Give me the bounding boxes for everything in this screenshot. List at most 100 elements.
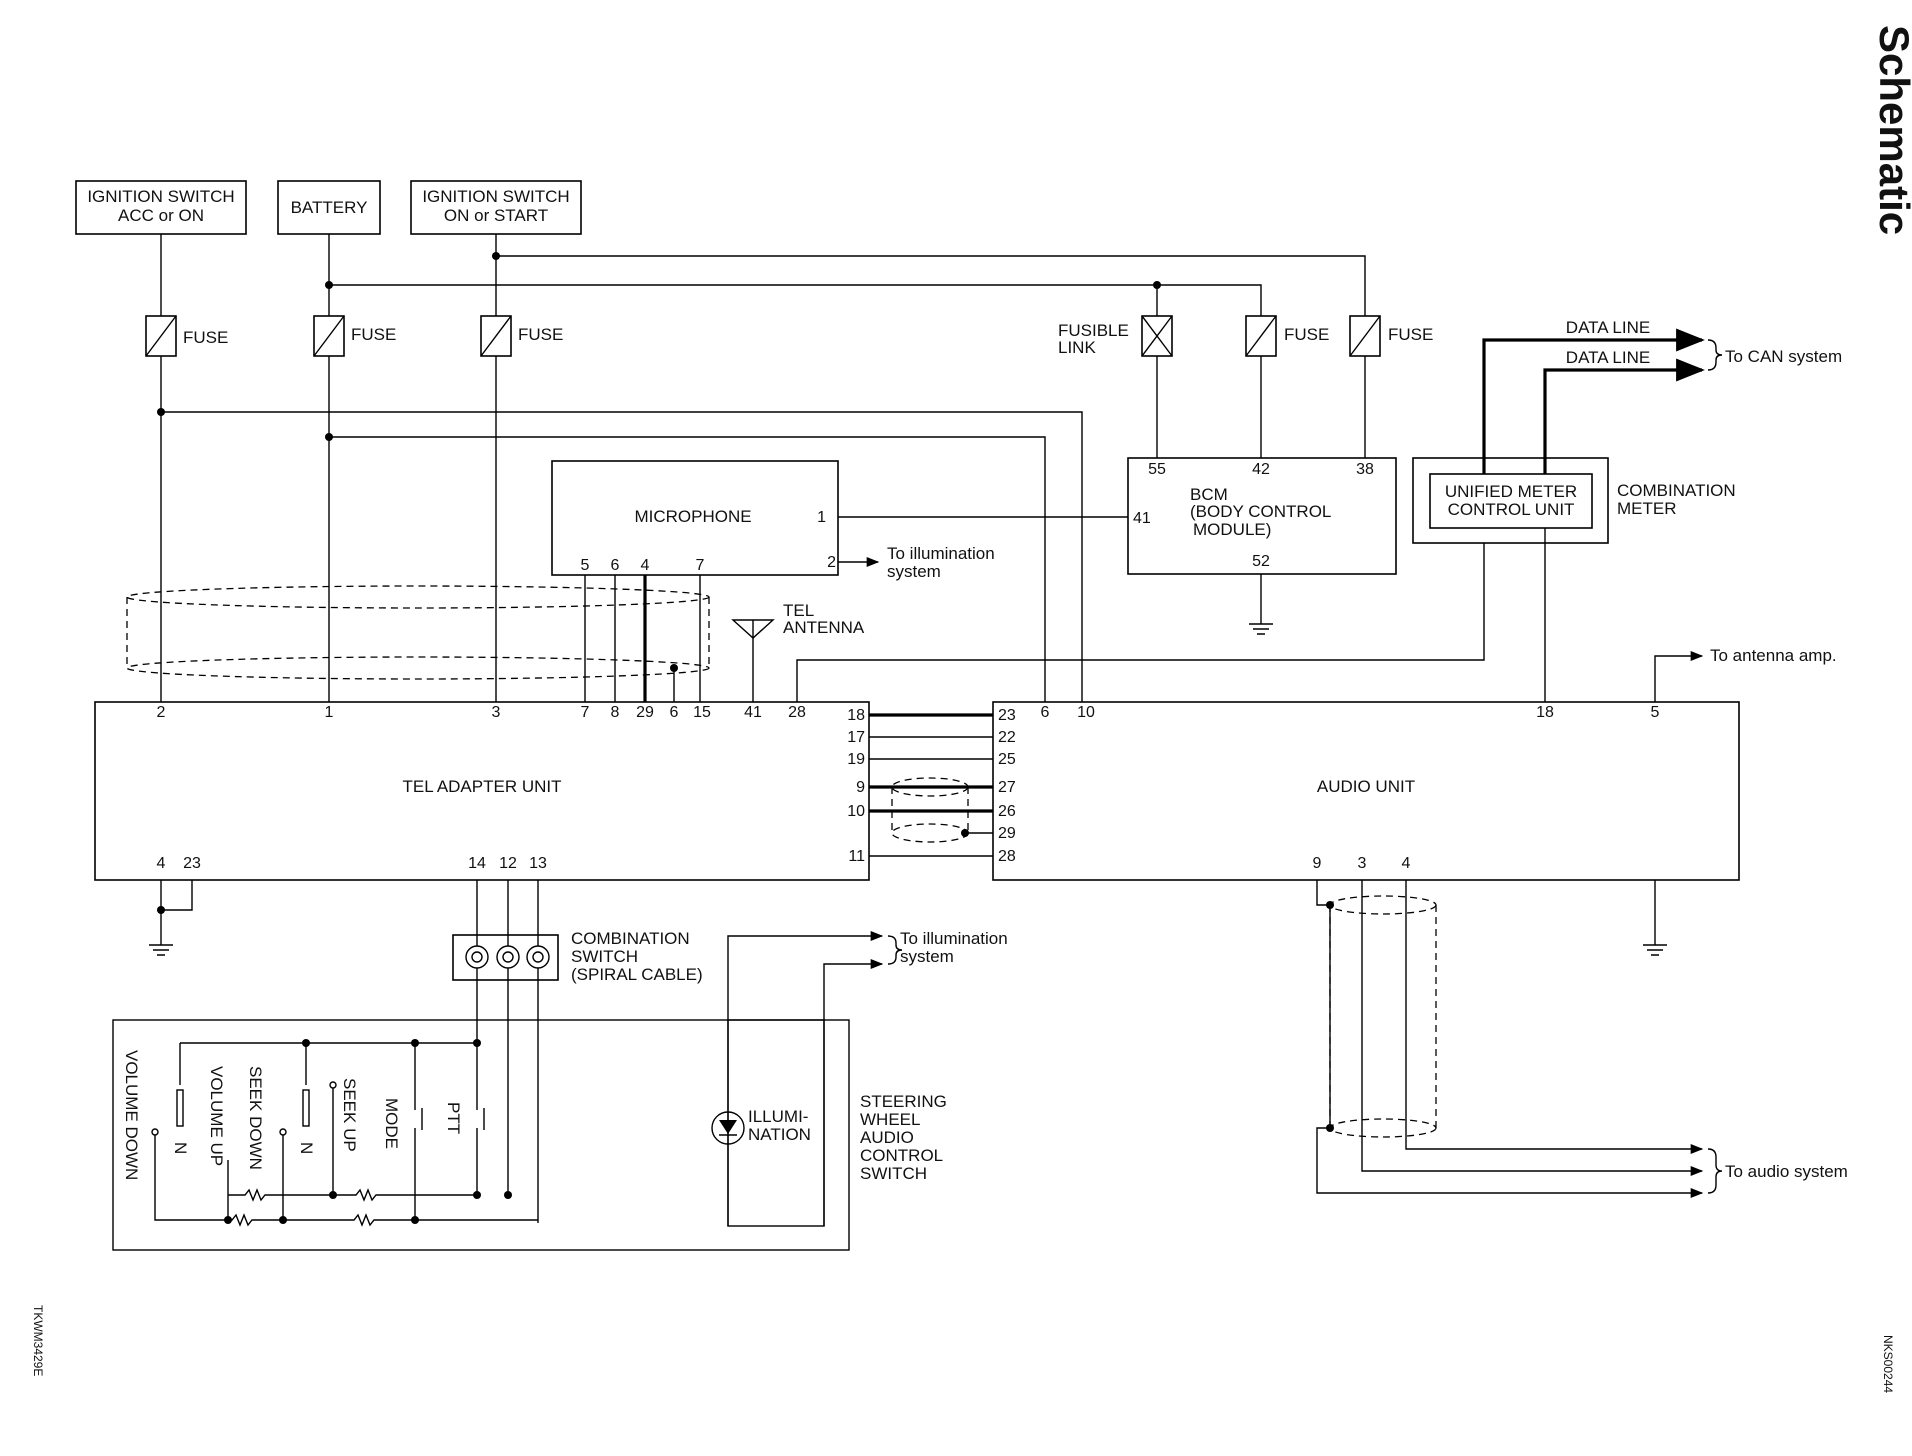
pin-label: 2 bbox=[827, 554, 836, 571]
pin-label: 26 bbox=[998, 803, 1016, 820]
pin-label: 29 bbox=[998, 825, 1016, 842]
pin-label: 15 bbox=[693, 704, 711, 721]
n-label: N bbox=[171, 1142, 190, 1154]
tel-ground bbox=[149, 880, 193, 956]
pin-label: 52 bbox=[1252, 553, 1270, 570]
battery-label: BATTERY bbox=[291, 198, 368, 217]
fuse-label: FUSE bbox=[518, 325, 563, 344]
pin-label: 13 bbox=[529, 855, 547, 872]
pin-label: 9 bbox=[1313, 855, 1322, 872]
pin-label: 5 bbox=[1651, 704, 1660, 721]
illumination-label-2: NATION bbox=[748, 1125, 811, 1144]
right-figure-code: NKS00244 bbox=[1881, 1335, 1895, 1393]
fuse-label: FUSE bbox=[1388, 325, 1433, 344]
volume-up-label: VOLUME UP bbox=[207, 1066, 226, 1166]
pin-label: 28 bbox=[998, 848, 1016, 865]
tel-antenna: TEL ANTENNA bbox=[731, 601, 865, 702]
spiral-cable-wires bbox=[476, 880, 539, 1223]
pin-label: 23 bbox=[183, 855, 201, 872]
steering-label-3: AUDIO bbox=[860, 1128, 914, 1147]
pin-label: 6 bbox=[670, 704, 679, 721]
steering-label-1: STEERING bbox=[860, 1092, 947, 1111]
tel-28-to-meter-wire bbox=[796, 539, 1485, 702]
pin-label: 3 bbox=[1358, 855, 1367, 872]
pin-label: 8 bbox=[611, 704, 620, 721]
left-figure-code: TKWM3429E bbox=[31, 1305, 45, 1376]
pin-label: 28 bbox=[788, 704, 806, 721]
mode-label: MODE bbox=[382, 1098, 401, 1149]
unified-meter-label-1: UNIFIED METER bbox=[1445, 482, 1577, 501]
audio-unit: AUDIO UNIT 23 22 25 27 26 29 28 6 10 18 … bbox=[992, 701, 1740, 881]
n-label: N bbox=[297, 1142, 316, 1154]
seek-down-label: SEEK DOWN bbox=[246, 1066, 265, 1170]
ign-on-label-1: IGNITION SWITCH bbox=[422, 187, 569, 206]
pin-label: 2 bbox=[157, 704, 166, 721]
mic-wires bbox=[584, 575, 701, 702]
tel-antenna-label-2: ANTENNA bbox=[783, 618, 865, 637]
steering-label-5: SWITCH bbox=[860, 1164, 927, 1183]
fuse-acc: FUSE bbox=[145, 315, 228, 357]
fuse-bcm-42: FUSE bbox=[1245, 315, 1329, 357]
shielded-cable-top bbox=[126, 585, 710, 680]
combination-switch-label-2: SWITCH bbox=[571, 947, 638, 966]
audio-unit-label: AUDIO UNIT bbox=[1317, 777, 1415, 796]
junction-dots bbox=[157, 252, 1161, 441]
pin-label: 6 bbox=[1041, 704, 1050, 721]
to-can-system-label: To CAN system bbox=[1725, 347, 1842, 366]
tel-antenna-label-1: TEL bbox=[783, 601, 814, 620]
pin-label: 10 bbox=[847, 803, 865, 820]
tel-adapter-label: TEL ADAPTER UNIT bbox=[402, 777, 561, 796]
pin-label: 29 bbox=[636, 704, 654, 721]
page-title: Schematic bbox=[1871, 25, 1912, 235]
bcm-box: BCM (BODY CONTROL MODULE) 55 42 38 41 52 bbox=[1127, 457, 1397, 575]
pin-label: 3 bbox=[492, 704, 501, 721]
pin-label: 27 bbox=[998, 779, 1016, 796]
illumination-label-1: ILLUMI- bbox=[748, 1107, 808, 1126]
fuse-bcm-38: FUSE bbox=[1349, 315, 1433, 357]
pin-label: 23 bbox=[998, 707, 1016, 724]
fuse-label: FUSE bbox=[351, 325, 396, 344]
pin-label: 12 bbox=[499, 855, 517, 872]
power-wires bbox=[160, 234, 1366, 702]
microphone-box: MICROPHONE 1 2 5 6 4 7 bbox=[551, 460, 839, 576]
to-illum-label-2: system bbox=[900, 947, 954, 966]
pin-label: 42 bbox=[1252, 461, 1270, 478]
to-illum-label-1: To illumination bbox=[900, 929, 1008, 948]
pin-label: 41 bbox=[1133, 510, 1151, 527]
audio-output-wires: To audio system bbox=[1316, 880, 1848, 1199]
pin-label: 22 bbox=[998, 729, 1016, 746]
to-antenna-amp-wire bbox=[1654, 650, 1704, 702]
ign-acc-label-1: IGNITION SWITCH bbox=[87, 187, 234, 206]
unified-meter-label-2: CONTROL UNIT bbox=[1448, 500, 1575, 519]
microphone-label: MICROPHONE bbox=[634, 507, 751, 526]
pin-label: 17 bbox=[847, 729, 865, 746]
ignition-switch-acc-on-box: IGNITION SWITCH ACC or ON bbox=[75, 180, 247, 235]
pin-label: 1 bbox=[325, 704, 334, 721]
battery-box: BATTERY bbox=[277, 180, 381, 235]
tel-adapter-unit: TEL ADAPTER UNIT 2 1 3 7 8 29 6 15 41 28… bbox=[94, 701, 870, 881]
mic-to-illum-2: system bbox=[887, 562, 941, 581]
bcm-label-3: MODULE) bbox=[1193, 520, 1271, 539]
pin-label: 38 bbox=[1356, 461, 1374, 478]
pin-label: 6 bbox=[611, 557, 620, 574]
pin-label: 55 bbox=[1148, 461, 1166, 478]
pin-label: 4 bbox=[1402, 855, 1411, 872]
pin-label: 11 bbox=[848, 848, 865, 865]
fuse-ignition-on: FUSE bbox=[480, 315, 563, 357]
pin-label: 5 bbox=[581, 557, 590, 574]
combination-switch-label-1: COMBINATION bbox=[571, 929, 690, 948]
pin-label: 14 bbox=[468, 855, 486, 872]
steering-wheel-audio-switch: VOLUME DOWN N VOLUME UP SEEK DOWN N SEEK… bbox=[112, 1019, 947, 1251]
pin-label: 7 bbox=[581, 704, 590, 721]
ign-on-label-2: ON or START bbox=[444, 206, 548, 225]
combination-meter-label-1: COMBINATION bbox=[1617, 481, 1736, 500]
pin-label: 7 bbox=[696, 557, 705, 574]
bcm-label-1: BCM bbox=[1190, 485, 1228, 504]
pin-label: 9 bbox=[856, 779, 865, 796]
pin-label: 4 bbox=[641, 557, 650, 574]
pin-label: 18 bbox=[847, 707, 865, 724]
pin-label: 18 bbox=[1536, 704, 1554, 721]
fusible-label-2: LINK bbox=[1058, 338, 1096, 357]
volume-down-label: VOLUME DOWN bbox=[122, 1050, 141, 1180]
steering-label-4: CONTROL bbox=[860, 1146, 943, 1165]
